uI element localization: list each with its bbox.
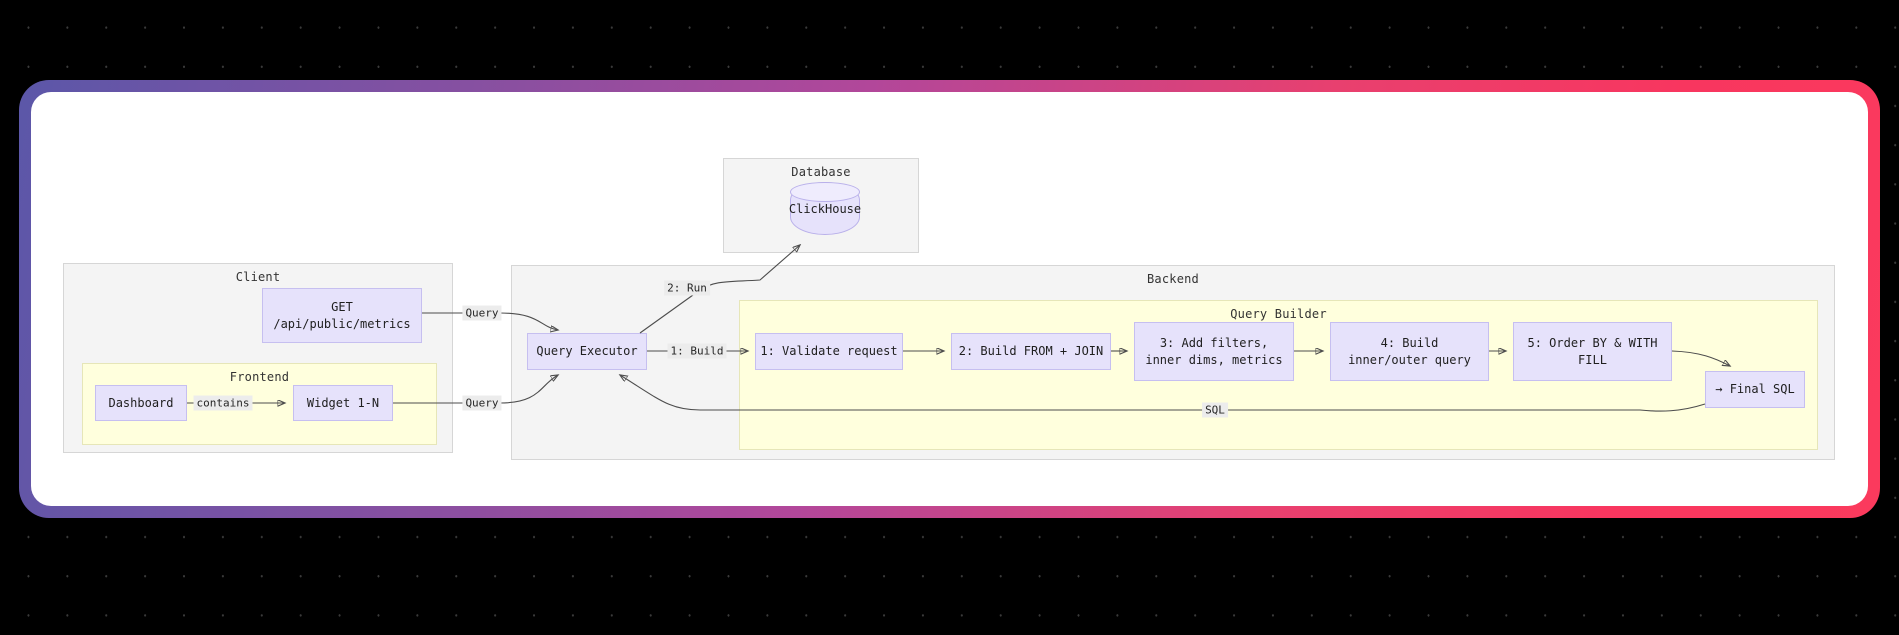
node-clickhouse[interactable]: ClickHouse — [788, 182, 862, 235]
node-widget[interactable]: Widget 1-N — [293, 385, 393, 421]
node-step-5-line-2: FILL — [1578, 352, 1607, 367]
node-step-2-label: 2: Build FROM + JOIN — [958, 344, 1104, 358]
node-step-5-order-by-with-fill[interactable]: 5: Order BY & WITH FILL — [1513, 322, 1672, 381]
edge-label-api-query: Query — [462, 305, 502, 321]
node-step-1-label: 1: Validate request — [760, 344, 898, 358]
node-final-sql-label: → Final SQL — [1715, 382, 1795, 396]
edge-label-widget-query: Query — [462, 395, 502, 411]
group-database: Database — [723, 158, 919, 253]
node-api-endpoint-path: /api/public/metrics — [273, 316, 411, 331]
edge-label-1-build: 1: Build — [667, 343, 727, 359]
node-widget-label: Widget 1-N — [306, 395, 380, 410]
node-step-4-line-1: 4: Build — [1380, 335, 1439, 350]
node-query-executor-label: Query Executor — [536, 344, 638, 358]
group-frontend-label: Frontend — [229, 370, 290, 384]
node-api-endpoint[interactable]: GET /api/public/metrics — [262, 288, 422, 343]
node-step-4-line-2: inner/outer query — [1348, 352, 1471, 367]
node-dashboard[interactable]: Dashboard — [95, 385, 187, 421]
edge-label-2-run: 2: Run — [664, 280, 710, 296]
node-step-4-build-inner-outer-query[interactable]: 4: Build inner/outer query — [1330, 322, 1489, 381]
node-step-2-build-from-join[interactable]: 2: Build FROM + JOIN — [951, 333, 1111, 370]
node-dashboard-label: Dashboard — [108, 395, 174, 410]
group-database-label: Database — [791, 165, 851, 179]
node-step-1-validate-request[interactable]: 1: Validate request — [755, 333, 903, 370]
node-final-sql[interactable]: → Final SQL — [1705, 371, 1805, 408]
group-backend-label: Backend — [1147, 272, 1199, 286]
node-step-5-line-1: 5: Order BY & WITH — [1527, 335, 1658, 350]
node-step-3-line-1: 3: Add filters, — [1159, 335, 1269, 350]
node-query-executor[interactable]: Query Executor — [527, 333, 647, 370]
edge-label-sql: SQL — [1202, 402, 1228, 418]
node-api-endpoint-method: GET — [331, 299, 353, 314]
node-step-3-line-2: inner dims, metrics — [1145, 352, 1283, 367]
group-query-builder-label: Query Builder — [1230, 307, 1327, 321]
node-clickhouse-label: ClickHouse — [788, 201, 862, 216]
group-client-label: Client — [235, 270, 281, 284]
edge-label-contains: contains — [193, 395, 253, 411]
node-step-3-add-filters[interactable]: 3: Add filters, inner dims, metrics — [1134, 322, 1294, 381]
